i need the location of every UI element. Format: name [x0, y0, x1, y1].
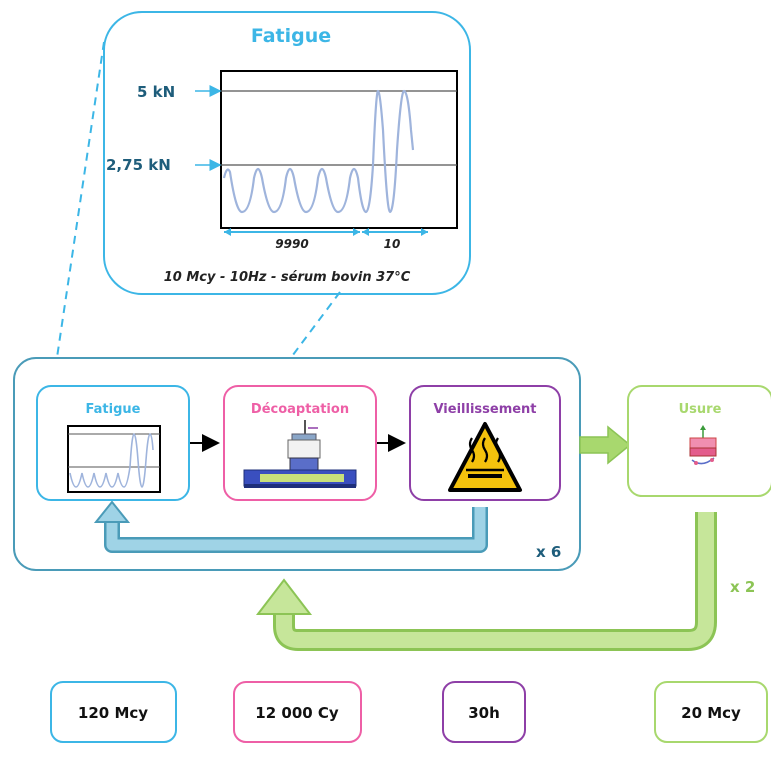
- cycles-high-span: [362, 228, 428, 236]
- loop-return-arrow: [93, 500, 488, 553]
- load-low-label: 2,75 kN: [106, 156, 171, 174]
- fatigue-zoom-panel: Fatigue 5 kN 2,75 kN 9990 10 10 Mcy - 10…: [103, 11, 471, 295]
- step-usure: Usure: [627, 385, 771, 497]
- test-rig-icon: [243, 420, 357, 488]
- total-usure: 20 Mcy: [654, 681, 768, 743]
- fatigue-wave-icon: [67, 425, 161, 493]
- hot-surface-warning-icon: [448, 422, 522, 492]
- wear-specimen-icon: [689, 425, 717, 465]
- load-high-label: 5 kN: [137, 83, 175, 101]
- high-load-waveform: [371, 89, 415, 214]
- zoom-plot-frame: [220, 70, 458, 229]
- loop-repeat-label: x 6: [536, 543, 561, 561]
- step-vieillissement-label: Vieillissement: [433, 402, 536, 417]
- step-usure-label: Usure: [679, 402, 722, 417]
- usure-return-arrow: [255, 512, 717, 651]
- zoom-title: Fatigue: [251, 25, 331, 47]
- cycles-low-span: [224, 228, 360, 236]
- arrow-to-usure: [579, 425, 632, 465]
- usure-repeat-label: x 2: [730, 578, 755, 596]
- step-decoaptation: Décoaptation: [223, 385, 377, 501]
- low-load-waveform: [222, 164, 375, 214]
- step-vieillissement: Vieillissement: [409, 385, 561, 501]
- total-vieillissement: 30h: [442, 681, 526, 743]
- total-usure-value: 20 Mcy: [681, 704, 741, 722]
- cycles-low-label: 9990: [275, 237, 308, 251]
- cycles-high-label: 10: [384, 237, 401, 251]
- step-fatigue-label: Fatigue: [86, 402, 141, 417]
- total-fatigue: 120 Mcy: [50, 681, 177, 743]
- zoom-connector-left: [37, 41, 105, 486]
- total-decoaptation: 12 000 Cy: [233, 681, 362, 743]
- zoom-caption: 10 Mcy - 10Hz - sérum bovin 37°C: [164, 270, 411, 285]
- step-decoaptation-label: Décoaptation: [251, 402, 349, 417]
- total-fatigue-value: 120 Mcy: [78, 704, 148, 722]
- step-fatigue: Fatigue: [36, 385, 190, 501]
- total-decoaptation-value: 12 000 Cy: [255, 704, 339, 722]
- total-vieillissement-value: 30h: [468, 704, 500, 722]
